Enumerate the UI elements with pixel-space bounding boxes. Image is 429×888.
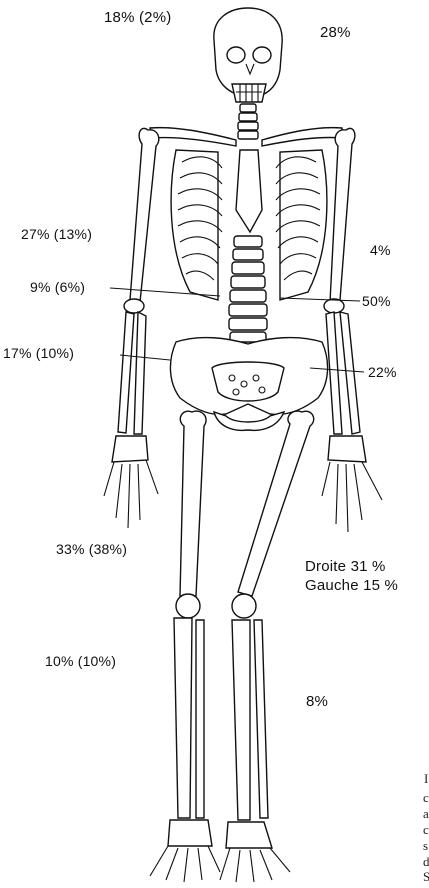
label-forearm-right: 22% [368, 364, 397, 380]
label-leg-right: 8% [306, 693, 328, 710]
label-skull-left: 18% (2%) [104, 9, 171, 26]
label-elbow-right: 50% [362, 293, 391, 309]
left-arm [104, 128, 159, 528]
label-humerus-left: 27% (13%) [21, 226, 92, 242]
label-forearm-left: 17% (10%) [3, 345, 74, 361]
cutoff-char-3: a [423, 806, 429, 822]
label-elbow-left: 9% (6%) [30, 279, 85, 295]
lumbar-spine [229, 236, 267, 342]
right-leg [220, 411, 314, 882]
cutoff-char-7: S [423, 869, 429, 885]
cutoff-char-6: d [423, 854, 429, 870]
cutoff-char-1: I [424, 771, 428, 787]
label-leg-left: 10% (10%) [45, 653, 116, 669]
label-skull-right: 28% [320, 24, 351, 41]
cutoff-char-2: c [423, 790, 429, 806]
cervical-spine [238, 104, 258, 139]
cutoff-char-5: s [423, 838, 428, 854]
label-side-right-line1: Droite 31 % [305, 558, 386, 575]
label-hand-left: 33% (38%) [56, 541, 127, 557]
skull [214, 8, 282, 102]
left-leg [150, 411, 220, 882]
label-humerus-right: 4% [370, 242, 391, 258]
label-side-right-line2: Gauche 15 % [305, 577, 398, 594]
right-arm [322, 128, 382, 532]
cutoff-char-4: c [423, 822, 429, 838]
